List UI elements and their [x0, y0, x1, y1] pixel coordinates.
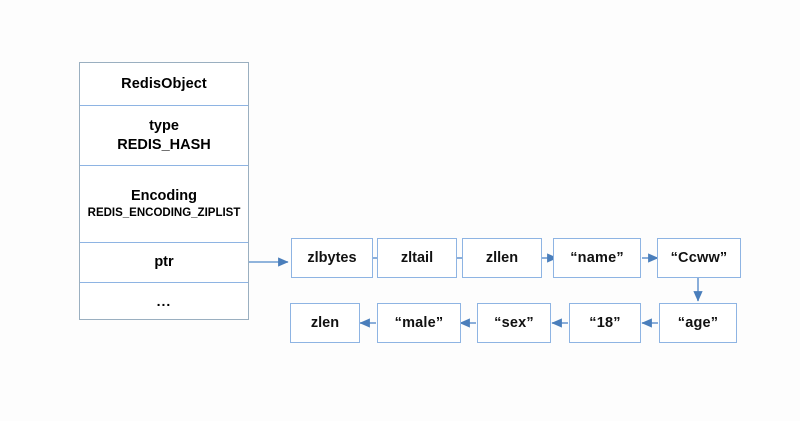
redis-object-title: RedisObject: [121, 75, 207, 92]
ziplist-node-name: “name”: [553, 238, 641, 278]
redis-object-table: RedisObject type REDIS_HASH Encoding RED…: [79, 62, 249, 320]
ziplist-node-label: “age”: [677, 315, 719, 331]
ziplist-node-zltail: zltail: [377, 238, 457, 278]
ellipsis-label: ...: [156, 293, 172, 309]
encoding-label: Encoding: [130, 188, 198, 204]
ziplist-node-zlbytes: zlbytes: [291, 238, 373, 278]
encoding-value: REDIS_ENCODING_ZIPLIST: [87, 207, 241, 219]
ziplist-node-label: “18”: [589, 315, 621, 331]
ziplist-node-label: “male”: [394, 315, 444, 331]
redis-object-row-ellipsis: ...: [80, 283, 248, 319]
redis-object-header-row: RedisObject: [80, 63, 248, 106]
redis-object-row-type: type REDIS_HASH: [80, 106, 248, 166]
type-label: type: [149, 117, 179, 134]
ziplist-node-male: “male”: [377, 303, 461, 343]
ziplist-node-label: zltail: [400, 250, 434, 266]
ziplist-node-label: zllen: [485, 250, 519, 266]
ziplist-node-ccww: “Ccww”: [657, 238, 741, 278]
redis-object-row-encoding: Encoding REDIS_ENCODING_ZIPLIST: [80, 166, 248, 243]
type-value: REDIS_HASH: [117, 136, 211, 153]
ziplist-node-label: “Ccww”: [670, 250, 728, 266]
ziplist-node-label: zlbytes: [307, 250, 357, 266]
ziplist-node-label: zlen: [310, 315, 340, 331]
ziplist-node-18: “18”: [569, 303, 641, 343]
redis-object-row-ptr: ptr: [80, 243, 248, 283]
ziplist-node-zllen: zllen: [462, 238, 542, 278]
ziplist-node-zlen: zlen: [290, 303, 360, 343]
ziplist-node-age: “age”: [659, 303, 737, 343]
ziplist-node-label: “name”: [570, 250, 624, 266]
ptr-label: ptr: [154, 254, 174, 270]
ziplist-node-label: “sex”: [494, 315, 534, 331]
ziplist-node-sex: “sex”: [477, 303, 551, 343]
